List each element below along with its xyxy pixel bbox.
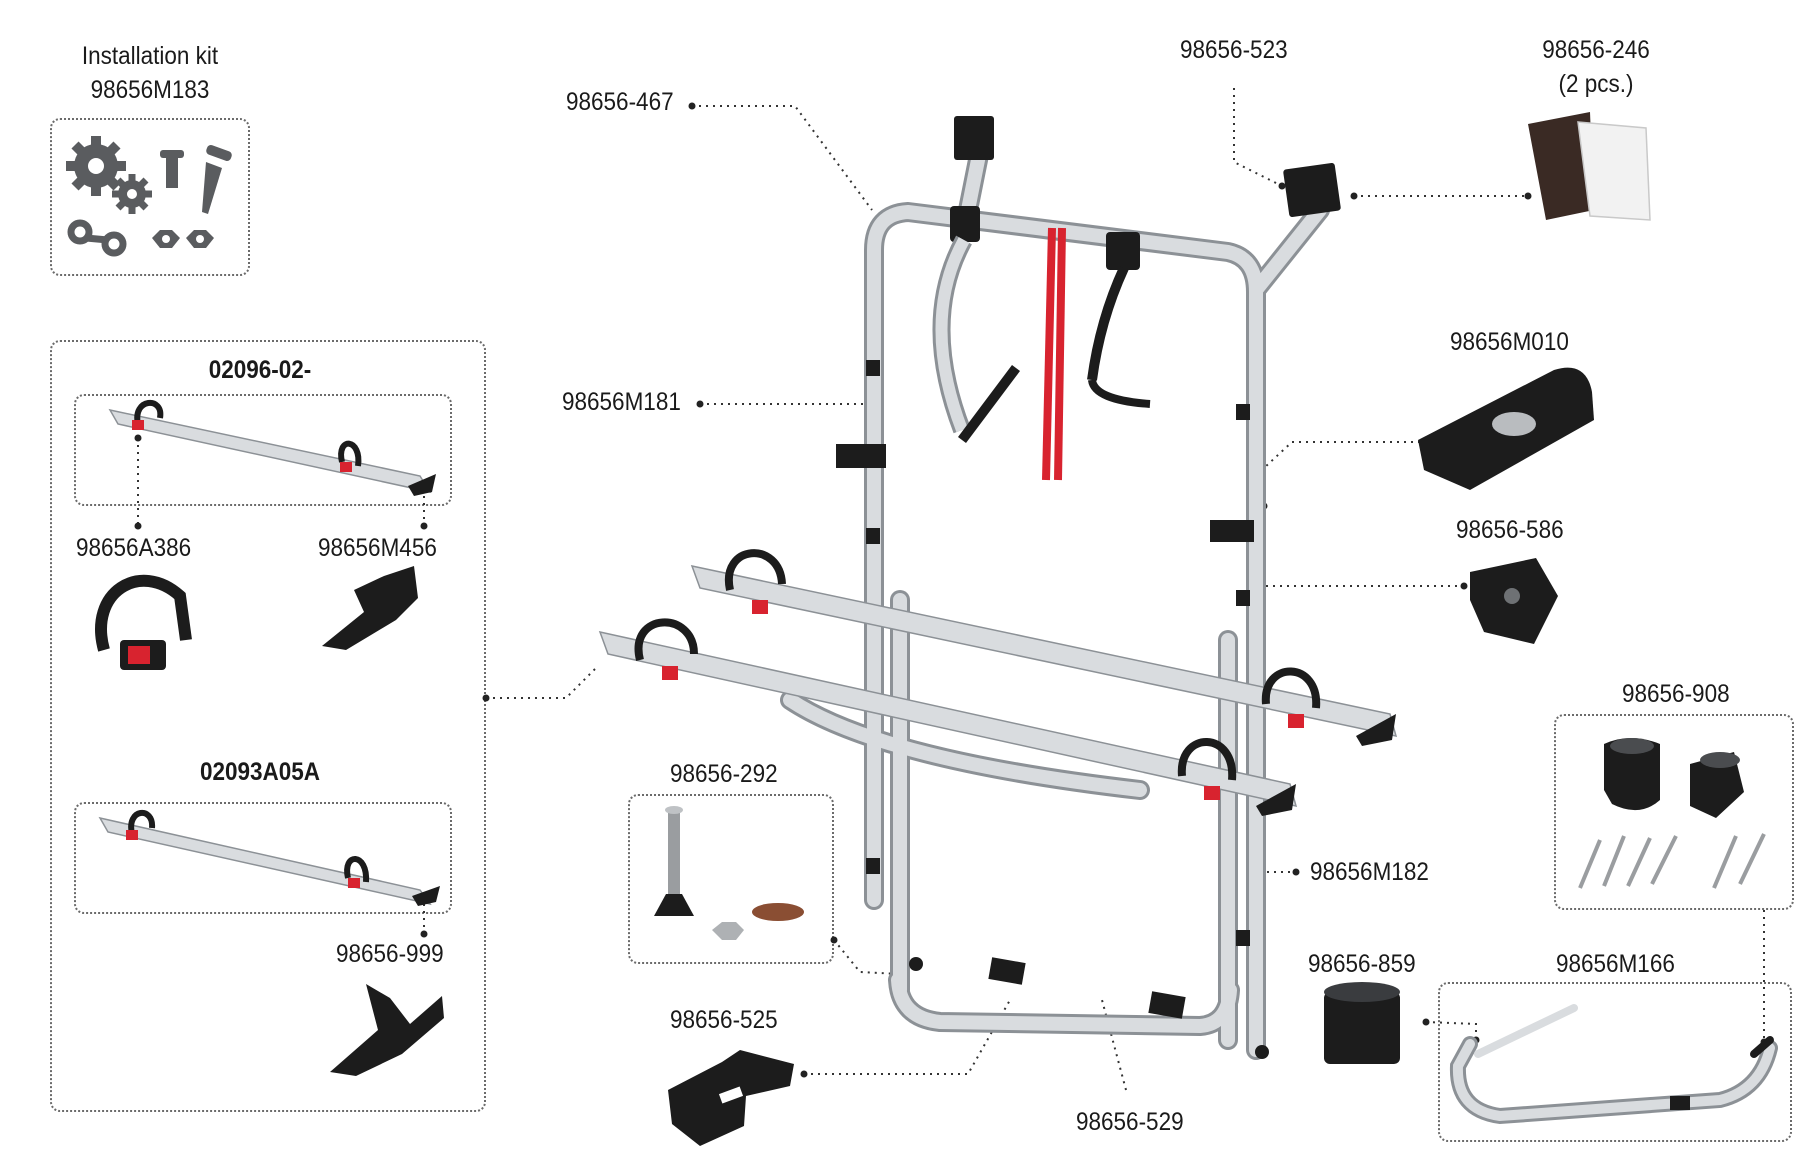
rail-group-b-title: 02093A05A — [199, 758, 321, 786]
holder-98656M010 — [1418, 367, 1594, 490]
label-98656M181: 98656M181 — [562, 388, 681, 416]
label-98656-246-quantity: (2 pcs.) — [1558, 70, 1634, 98]
rail-group-a-title: 02096-02- — [208, 356, 312, 384]
label-98656-523: 98656-523 — [1180, 36, 1288, 64]
block-98656-586 — [1470, 558, 1558, 644]
label-98656-246: 98656-246 — [1542, 36, 1650, 64]
wheel-holder-98656-999 — [330, 984, 444, 1076]
small-gear-icon — [112, 174, 152, 214]
installation-kit-title: Installation kit — [81, 42, 219, 70]
mounted-rail-upper — [690, 549, 1398, 746]
nut-icon — [152, 230, 214, 248]
gear-icon — [66, 136, 126, 196]
mounted-rail-lower — [598, 618, 1298, 816]
label-98656-999: 98656-999 — [336, 940, 444, 968]
rail-b-box — [74, 802, 452, 914]
pads-98656-246 — [1528, 112, 1651, 221]
carrier-frame — [780, 140, 1330, 1060]
strap-98656A386 — [95, 574, 192, 670]
label-98656-525: 98656-525 — [670, 1006, 778, 1034]
bracket-98656-525 — [668, 1050, 794, 1146]
parts-98656-292 — [654, 806, 804, 940]
part-98656-908-box — [1554, 714, 1794, 910]
installation-kit-code: 98656M183 — [90, 76, 210, 104]
label-98656-467: 98656-467 — [566, 88, 674, 116]
part-98656M166-box — [1438, 982, 1792, 1142]
label-98656-908: 98656-908 — [1622, 680, 1730, 708]
chain-link-icon — [67, 219, 127, 257]
red-strap — [1042, 227, 1066, 481]
installation-kit-parts — [66, 136, 232, 257]
rail-b-drawing — [98, 809, 440, 906]
rail-a-drawing — [108, 400, 436, 496]
parts-98656-908 — [1578, 738, 1766, 889]
frame-fittings — [836, 116, 1341, 1059]
screw-icon — [160, 144, 232, 214]
rails-group-box — [50, 340, 486, 1112]
installation-kit-box — [50, 118, 250, 276]
label-98656-586: 98656-586 — [1456, 516, 1564, 544]
part-98656-292-box — [628, 794, 834, 964]
frame-clamp-arms — [932, 235, 1151, 443]
label-98656-859: 98656-859 — [1308, 950, 1416, 978]
rail-a-box — [74, 394, 452, 506]
label-98656M182: 98656M182 — [1310, 858, 1429, 886]
label-98656A386: 98656A386 — [76, 534, 192, 562]
label-98656M166: 98656M166 — [1556, 950, 1675, 978]
label-98656-529: 98656-529 — [1076, 1108, 1184, 1136]
label-98656M010: 98656M010 — [1450, 328, 1569, 356]
wheel-holder-98656M456 — [322, 566, 418, 650]
label-98656-292: 98656-292 — [670, 760, 778, 788]
label-98656M456: 98656M456 — [318, 534, 437, 562]
tube-98656M166 — [1449, 1004, 1778, 1125]
sleeve-98656-859 — [1324, 982, 1400, 1064]
